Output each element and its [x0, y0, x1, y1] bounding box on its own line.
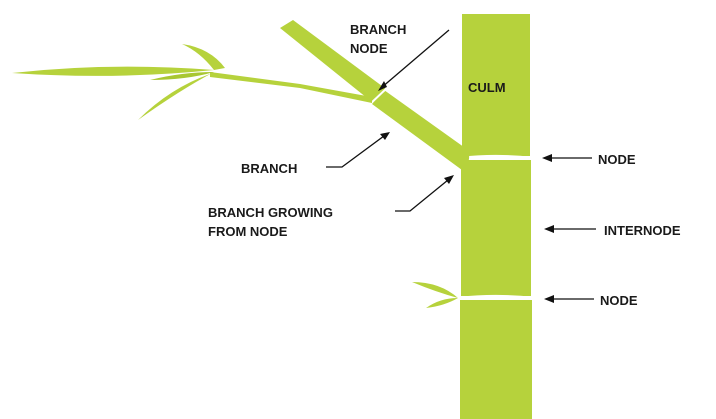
label-node-upper: NODE — [598, 152, 636, 167]
leaf-top — [182, 44, 225, 70]
leaf-small-upper — [412, 282, 458, 298]
annotation-labels: BRANCH NODE CULM BRANCH NODE BRANCH GROW… — [208, 22, 681, 308]
culm-node-ring-upper — [460, 156, 532, 158]
label-internode: INTERNODE — [604, 223, 681, 238]
culm-segment-bottom — [460, 300, 532, 419]
label-branch-node-line1: BRANCH — [350, 22, 406, 37]
arrowhead-node-lower — [544, 295, 554, 303]
leaf-cluster-upper — [12, 44, 225, 120]
leaf-small-lower — [426, 298, 458, 308]
label-branch-node-line2: NODE — [350, 41, 388, 56]
label-node-lower: NODE — [600, 293, 638, 308]
arrowhead-branch — [380, 132, 390, 140]
label-branch-growing-line2: FROM NODE — [208, 224, 288, 239]
arrowhead-node-upper — [542, 154, 552, 162]
leader-branch-growing — [395, 180, 448, 211]
leaf-cluster-lower — [412, 282, 458, 308]
culm-segment-middle — [461, 160, 531, 296]
leader-branch — [326, 136, 384, 167]
label-branch-growing-line1: BRANCH GROWING — [208, 205, 333, 220]
leader-branch-node — [381, 30, 449, 88]
branch-group — [210, 20, 469, 170]
leaf-lower-left — [138, 72, 214, 120]
culm — [459, 14, 533, 419]
culm-node-ring-lower — [459, 296, 533, 298]
label-culm: CULM — [468, 80, 506, 95]
label-branch: BRANCH — [241, 161, 297, 176]
arrowhead-internode — [544, 225, 554, 233]
branch-lower-section — [372, 90, 469, 170]
